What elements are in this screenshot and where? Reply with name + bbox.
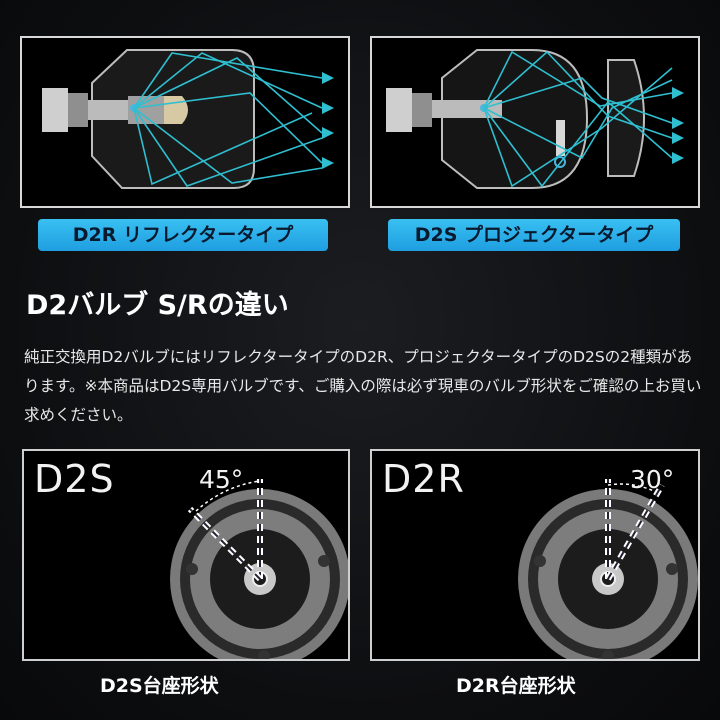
d2r-angle: 30° [630,465,675,494]
section-heading: D2バルブ S/Rの違い [26,290,289,321]
d2s-socket-diagram: D2S 45° [22,449,350,661]
description-text: 純正交換用D2バルブにはリフレクタータイプのD2R、プロジェクタータイプのD2S… [24,348,702,424]
d2r-code: D2R [382,457,465,501]
reflector-type-label: D2R リフレクタータイプ [38,219,328,251]
d2r-socket-diagram: D2R 30° [370,449,700,661]
d2s-code: D2S [34,457,115,501]
d2s-socket-caption: D2S台座形状 [100,675,219,697]
projector-type-label: D2S プロジェクタータイプ [388,219,680,251]
projector-diagram [370,36,700,208]
d2s-angle: 45° [199,465,244,494]
d2r-socket-caption: D2R台座形状 [456,675,576,697]
reflector-diagram [20,36,350,208]
